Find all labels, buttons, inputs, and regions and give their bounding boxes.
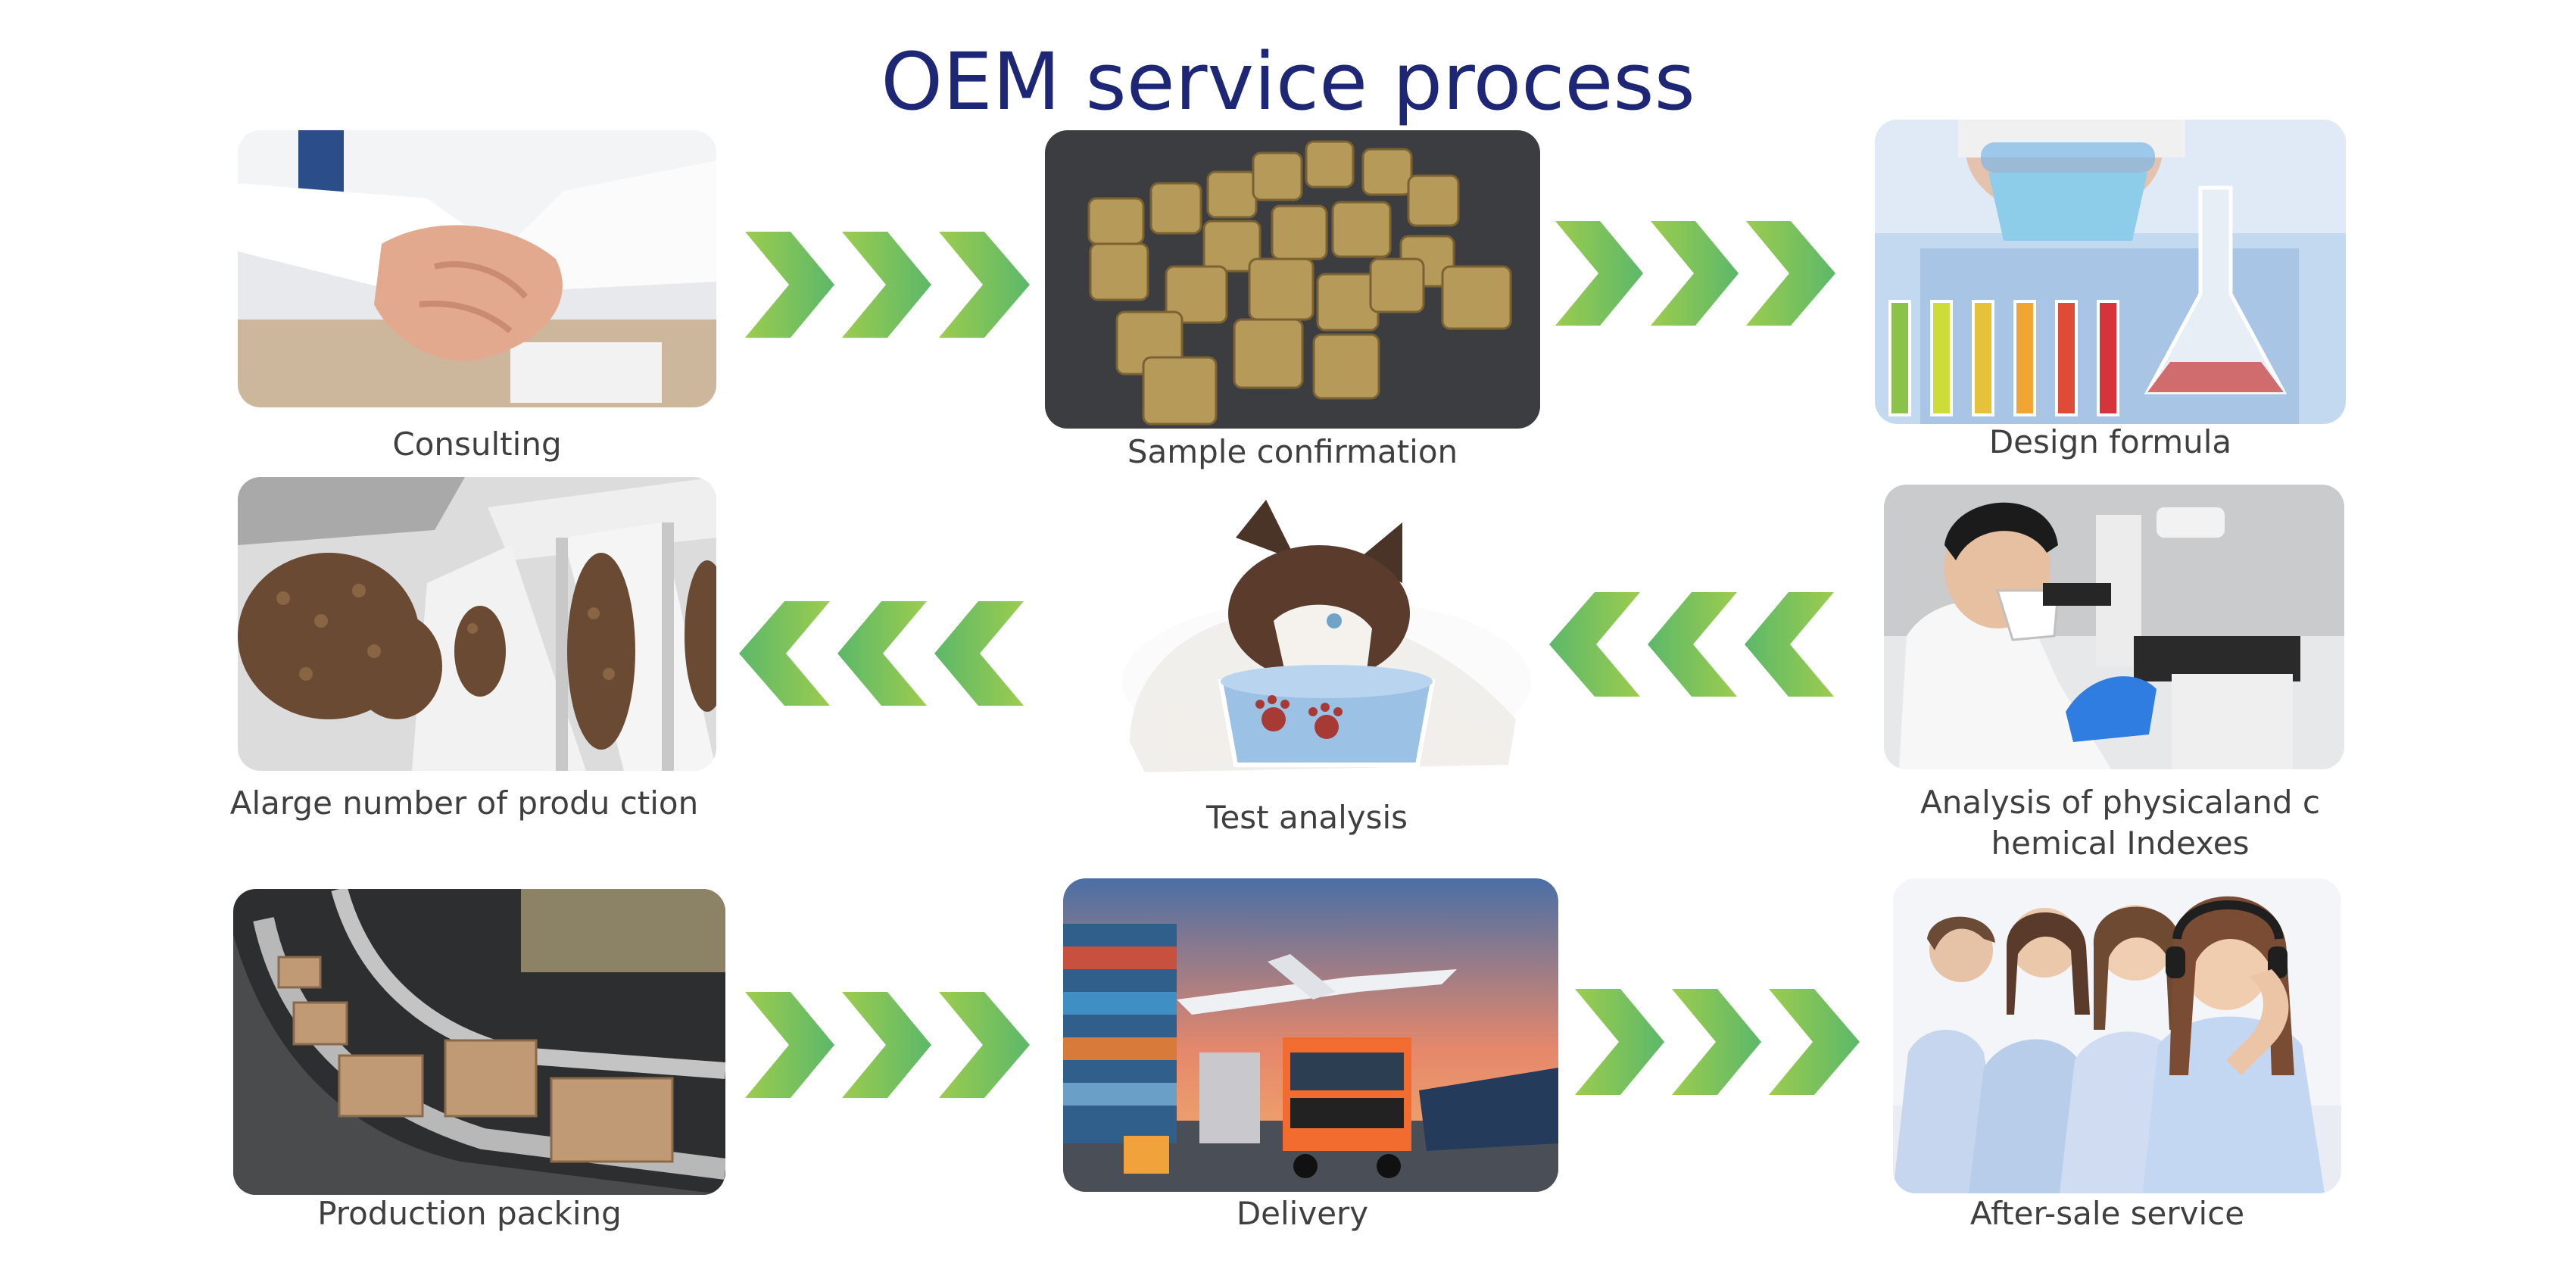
flow-arrow-test-to-production (739, 601, 1024, 706)
test-analysis-photo (1084, 492, 1554, 795)
large-production-photo (238, 477, 716, 771)
test-analysis-label: Test analysis (1205, 799, 1408, 836)
production-packing-label: Production packing (317, 1195, 622, 1232)
analysis-indexes-label: Analysis of physicaland c hemical Indexe… (1920, 784, 2320, 862)
large-production-label: Alarge number of produ ction (229, 784, 699, 822)
flow-arrow-packing-to-delivery (745, 992, 1030, 1098)
page-title: OEM service process (881, 36, 1695, 128)
flow-arrow-sample-to-design (1555, 221, 1835, 326)
consulting-photo (238, 130, 716, 407)
delivery-photo (1063, 878, 1558, 1192)
production-packing-photo (233, 889, 725, 1195)
flow-arrow-delivery-to-aftersale (1575, 989, 1860, 1095)
design-formula-label: Design formula (1988, 423, 2232, 460)
consulting-label: Consulting (392, 426, 562, 463)
after-sale-service-label: After-sale service (1969, 1195, 2245, 1232)
flow-arrow-analysis-to-test (1549, 592, 1834, 697)
design-formula-photo (1875, 120, 2346, 424)
delivery-label: Delivery (1236, 1195, 1369, 1232)
sample-confirmation-label: Sample confirmation (1127, 433, 1458, 470)
sample-confirmation-photo (1045, 130, 1540, 429)
flow-arrow-consulting-to-sample (745, 232, 1030, 338)
analysis-indexes-photo (1884, 485, 2344, 769)
after-sale-service-photo (1893, 878, 2341, 1193)
